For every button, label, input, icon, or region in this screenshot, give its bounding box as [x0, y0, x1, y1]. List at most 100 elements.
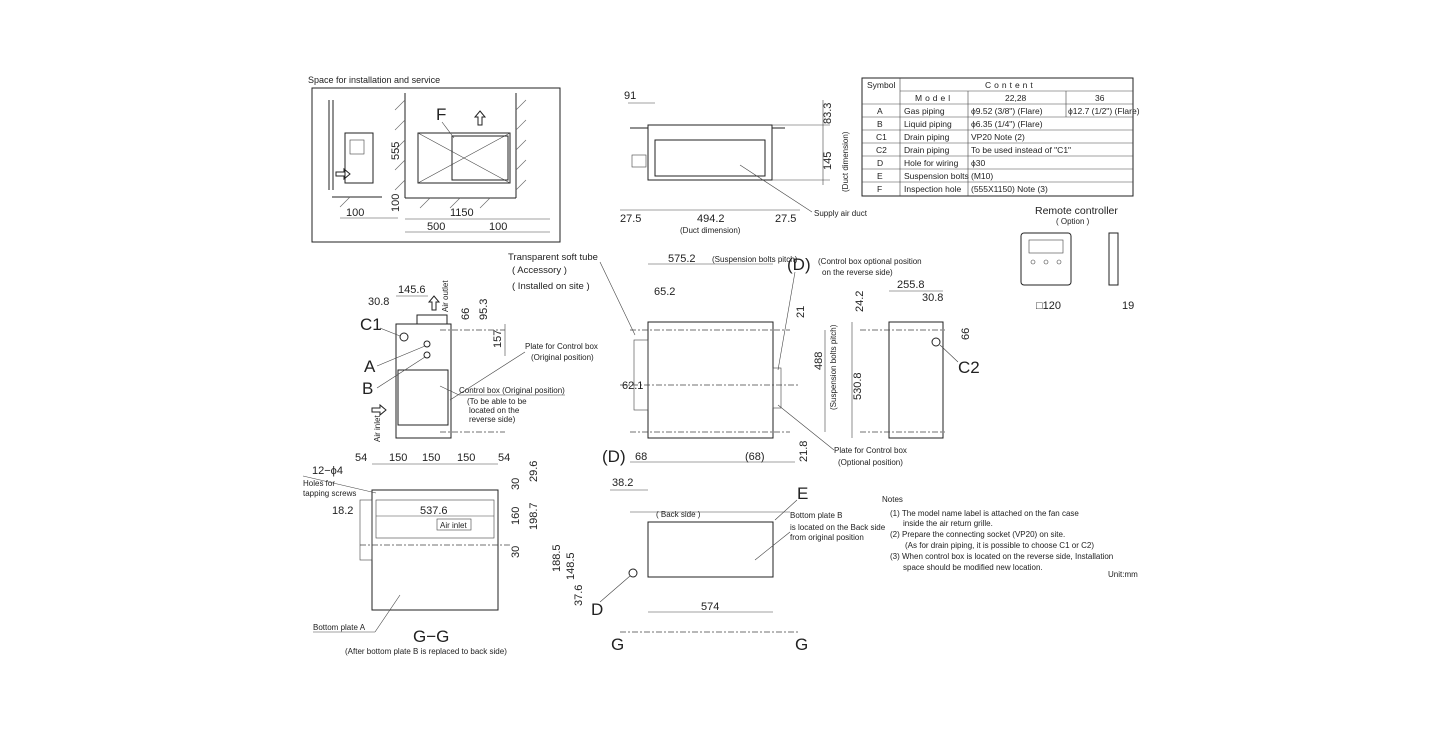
dim-24-2: 24.2 — [854, 291, 866, 312]
bottom-plate-a-label: Bottom plate A — [313, 623, 366, 632]
duct-view: 91 83.3 145 (Duct dimension) 27.5 494.2 … — [620, 90, 868, 235]
section-g-left: G — [611, 635, 624, 654]
svg-text:Drain piping: Drain piping — [904, 145, 950, 155]
note-3b: space should be modified new location. — [903, 563, 1043, 572]
back-view: 38.2 ( Back side ) E Bottom plate B is l… — [551, 477, 886, 654]
control-box-label: Control box (Original position) — [459, 386, 565, 395]
back-side-label: ( Back side ) — [656, 510, 701, 519]
table-row: C2 Drain piping To be used instead of "C1… — [876, 145, 1071, 155]
dim-157: 157 — [492, 330, 504, 348]
table-header-content: Content — [985, 80, 1036, 90]
dim-62-1: 62.1 — [622, 380, 643, 392]
dim-1150: 1150 — [450, 207, 474, 219]
dim-65-2: 65.2 — [654, 286, 675, 298]
svg-text:E: E — [877, 171, 883, 181]
note-2b: (As for drain piping, it is possible to … — [905, 541, 1094, 550]
dim-83-3: 83.3 — [822, 103, 834, 124]
label-d-bottom: (D) — [602, 447, 626, 466]
bottom-plate-b-note-2: from original position — [790, 533, 864, 542]
dim-66-right: 66 — [960, 328, 972, 340]
label-e: E — [797, 484, 808, 503]
dim-160: 160 — [510, 507, 522, 525]
section-g-right: G — [795, 635, 808, 654]
dim-555: 555 — [390, 142, 402, 160]
airflow-arrow-icon — [473, 110, 487, 126]
svg-text:F: F — [877, 184, 882, 194]
label-d: D — [591, 600, 603, 619]
suspension-pitch-label: (Suspension bolts pitch) — [712, 255, 798, 264]
dim-188-5: 188.5 — [551, 544, 563, 572]
dim-18-2: 18.2 — [332, 505, 353, 517]
control-box-note-1: (To be able to be — [467, 397, 527, 406]
dim-100-v: 100 — [390, 194, 402, 212]
label-c2: C2 — [958, 358, 980, 377]
svg-text:B: B — [877, 119, 883, 129]
airflow-arrow-icon — [335, 167, 351, 181]
duct-dimension-v-label: (Duct dimension) — [841, 131, 850, 192]
note-1a: (1) The model name label is attached on … — [890, 509, 1079, 518]
dim-148-5: 148.5 — [565, 552, 577, 580]
note-2a: (2) Prepare the connecting socket (VP20)… — [890, 530, 1065, 539]
label-b: B — [362, 379, 373, 398]
dim-66: 66 — [460, 308, 472, 320]
svg-text:VP20 Note (2): VP20 Note (2) — [971, 132, 1025, 142]
svg-text:To be used instead of "C1": To be used instead of "C1" — [971, 145, 1071, 155]
dim-68: 68 — [635, 451, 647, 463]
table-model-36: 36 — [1095, 93, 1105, 103]
bottom-plate-b-label: Bottom plate B — [790, 511, 842, 520]
dim-68-right: (68) — [745, 451, 765, 463]
table-model-label: Model — [915, 93, 953, 103]
dim-100-right: 100 — [489, 221, 507, 233]
dim-575-2: 575.2 — [668, 253, 696, 265]
dim-remote-depth: 19 — [1122, 300, 1134, 312]
soft-tube-label: Transparent soft tube — [508, 252, 598, 263]
dim-30-8-right: 30.8 — [922, 292, 943, 304]
label-a: A — [364, 357, 376, 376]
svg-text:A: A — [877, 106, 883, 116]
control-box-optional-1: (Control box optional position — [818, 257, 922, 266]
dim-21: 21 — [795, 306, 807, 318]
label-f: F — [436, 105, 446, 124]
note-3a: (3) When control box is located on the r… — [890, 552, 1113, 561]
section-note: (After bottom plate B is replaced to bac… — [345, 647, 507, 656]
dim-54-left: 54 — [355, 452, 367, 464]
label-d-top: (D) — [787, 255, 811, 274]
remote-title: Remote controller — [1035, 205, 1118, 217]
svg-text:Suspension bolts: Suspension bolts — [904, 171, 969, 181]
svg-text:ϕ9.52 (3/8") (Flare): ϕ9.52 (3/8") (Flare) — [971, 106, 1043, 116]
note-1b: inside the air return grille. — [903, 519, 993, 528]
remote-option: ( Option ) — [1056, 217, 1090, 226]
dim-500: 500 — [427, 221, 445, 233]
dim-21-8: 21.8 — [798, 441, 810, 462]
air-outlet-arrow-icon — [427, 295, 441, 311]
svg-text:C2: C2 — [876, 145, 887, 155]
svg-text:(555X1150) Note (3): (555X1150) Note (3) — [971, 184, 1048, 194]
table-row: E Suspension bolts (M10) — [877, 171, 993, 181]
svg-text:Liquid piping: Liquid piping — [904, 119, 952, 129]
holes-label: 12−ϕ4 — [312, 465, 343, 477]
control-box-note-3: reverse side) — [469, 415, 516, 424]
svg-text:ϕ30: ϕ30 — [971, 158, 985, 168]
air-inlet-bottom-label: Air inlet — [440, 521, 467, 530]
dim-27-5-left: 27.5 — [620, 213, 641, 225]
dim-488: 488 — [813, 352, 825, 370]
dim-145: 145 — [822, 152, 834, 170]
holes-note-1: Holes for — [303, 479, 335, 488]
accessory-label: ( Accessory ) — [512, 265, 567, 276]
dim-150-1: 150 — [389, 452, 407, 464]
svg-text:(M10): (M10) — [971, 171, 993, 181]
air-inlet-arrow-icon — [371, 403, 387, 417]
duct-dimension-label: (Duct dimension) — [680, 226, 741, 235]
dim-530-8: 530.8 — [852, 372, 864, 400]
dim-27-5-right: 27.5 — [775, 213, 796, 225]
bottom-view: 12−ϕ4 Holes for tapping screws 54 150 15… — [302, 452, 540, 656]
suspension-pitch-v-label: (Suspension bolts pitch) — [829, 324, 838, 410]
air-outlet-label: Air outlet — [441, 280, 450, 312]
svg-text:Drain piping: Drain piping — [904, 132, 950, 142]
dim-37-6: 37.6 — [573, 585, 585, 606]
